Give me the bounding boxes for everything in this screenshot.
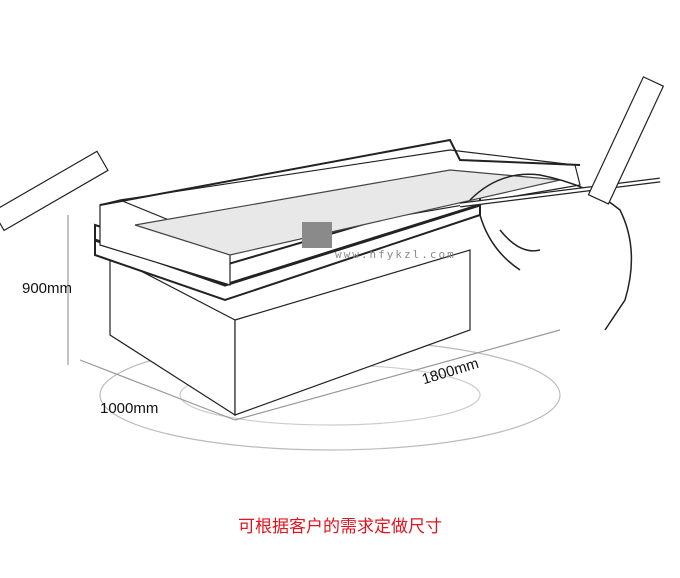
watermark-url: www.hfykzl.com bbox=[335, 248, 456, 261]
length-dim-line bbox=[234, 329, 561, 421]
pencil-inner bbox=[459, 178, 661, 207]
custom-size-caption: 可根据客户的需求定做尺寸 bbox=[238, 517, 442, 537]
glass-frame-top bbox=[99, 138, 581, 206]
depth-dim-line bbox=[79, 359, 236, 421]
ruler-right bbox=[587, 76, 665, 205]
glass-frame bbox=[99, 199, 231, 286]
depth-dimension-label: 1000mm bbox=[100, 400, 159, 417]
watermark-logo bbox=[302, 222, 332, 248]
ruler-left bbox=[0, 150, 109, 232]
height-dimension-label: 900mm bbox=[22, 280, 73, 297]
freezer-front-panel bbox=[234, 249, 471, 416]
